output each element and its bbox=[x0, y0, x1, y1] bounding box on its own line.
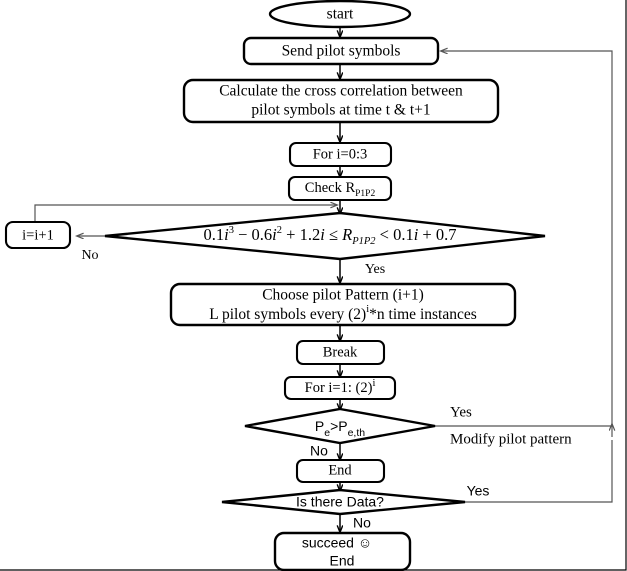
end-label: End bbox=[328, 462, 352, 478]
cond-d-coef: 0.1 bbox=[393, 225, 414, 244]
choose-pattern-line2: L pilot symbols every (2)i*n time instan… bbox=[209, 304, 477, 323]
for-i-1-rect bbox=[283, 375, 397, 401]
condition-diamond bbox=[104, 211, 546, 261]
node-condition-correlation-range[interactable]: 0.1i3 − 0.6i2 + 1.2i ≤ RP1P2 < 0.1i + 0.… bbox=[104, 211, 546, 261]
cond-leq: ≤ bbox=[329, 225, 338, 244]
succeed-rect bbox=[273, 531, 412, 571]
choose-pattern-line2-sup: i bbox=[366, 304, 369, 315]
pe-diamond bbox=[244, 407, 436, 445]
node-for-loop-inner[interactable]: For i=1: (2)i bbox=[283, 375, 397, 401]
node-calculate-cross-correlation[interactable]: Calculate the cross correlation between … bbox=[182, 78, 500, 124]
for-i-0-3-rect bbox=[288, 141, 393, 168]
choose-pattern-line2-b: *n time instances bbox=[369, 306, 477, 323]
edge-increment-loopback bbox=[34, 205, 337, 222]
edge-pe-yes-return bbox=[435, 51, 613, 427]
connectors bbox=[34, 28, 613, 532]
is-there-data-label: Is there Data? bbox=[296, 494, 384, 510]
cond-b-exp: 2 bbox=[277, 225, 282, 236]
cond-c-var: i bbox=[320, 225, 325, 244]
label-pe-no: No bbox=[310, 443, 328, 459]
cond-b-var: i bbox=[272, 225, 277, 244]
check-r-prefix: Check R bbox=[305, 180, 356, 196]
send-pilot-rect bbox=[242, 36, 440, 66]
label-condition-yes: Yes bbox=[365, 262, 385, 277]
calculate-label-line2: pilot symbols at time t & t+1 bbox=[251, 102, 430, 119]
start-ellipse bbox=[268, 0, 412, 29]
calculate-label-line1: Calculate the cross correlation between bbox=[219, 83, 463, 100]
succeed-line1: succeed ☺ bbox=[302, 535, 372, 551]
for-i-0-3-label: For i=0:3 bbox=[313, 146, 368, 162]
node-break[interactable]: Break bbox=[295, 339, 386, 366]
for-i-1-label: For i=1: (2)i bbox=[305, 378, 376, 396]
label-data-no: No bbox=[353, 515, 371, 531]
pe-gt: > bbox=[330, 418, 338, 434]
label-condition-no: No bbox=[81, 248, 98, 263]
choose-pattern-line2-a: L pilot symbols every (2) bbox=[209, 306, 366, 323]
node-increment-i[interactable]: i=i+1 bbox=[4, 220, 72, 250]
cond-a-exp: 3 bbox=[229, 225, 234, 236]
end-rect bbox=[295, 458, 386, 484]
node-end[interactable]: End bbox=[295, 458, 386, 484]
cond-c-coef: 1.2 bbox=[300, 225, 321, 244]
pe-p2: P bbox=[338, 418, 347, 434]
start-label: start bbox=[327, 6, 354, 23]
break-rect bbox=[295, 339, 386, 366]
calculate-rect bbox=[182, 78, 500, 124]
condition-expression: 0.1i3 − 0.6i2 + 1.2i ≤ RP1P2 < 0.1i + 0.… bbox=[204, 225, 457, 247]
node-for-loop-outer[interactable]: For i=0:3 bbox=[288, 141, 393, 168]
is-there-data-diamond bbox=[221, 488, 466, 516]
label-data-yes: Yes bbox=[467, 483, 490, 499]
increment-rect bbox=[4, 220, 72, 250]
choose-pattern-rect bbox=[169, 282, 517, 327]
cond-minus: − bbox=[238, 225, 247, 244]
pe-p2-sub: e,th bbox=[348, 427, 366, 439]
edge-data-yes-return bbox=[465, 440, 613, 503]
node-error-probability-check[interactable]: Pe>Pe,th bbox=[244, 407, 436, 445]
cond-plus: + bbox=[286, 225, 295, 244]
label-pe-yes: Yes bbox=[450, 404, 472, 420]
check-r-label: Check RP1P2 bbox=[305, 180, 376, 199]
check-r-subscript: P1P2 bbox=[355, 189, 375, 199]
cond-plus2: + bbox=[422, 225, 431, 244]
cond-r-symbol: R bbox=[341, 225, 352, 244]
node-start[interactable]: start bbox=[268, 0, 412, 29]
cond-e-const: 0.7 bbox=[436, 225, 457, 244]
node-succeed[interactable]: succeed ☺ End bbox=[273, 531, 412, 571]
cond-d-var: i bbox=[414, 225, 419, 244]
pe-expression: Pe>Pe,th bbox=[315, 418, 365, 439]
for-i-1-sup: i bbox=[372, 378, 375, 389]
break-label: Break bbox=[323, 344, 358, 360]
node-check-correlation[interactable]: Check RP1P2 bbox=[287, 175, 393, 202]
cond-a-var: i bbox=[224, 225, 229, 244]
cond-a-coef: 0.1 bbox=[204, 225, 225, 244]
pe-p1-sub: e bbox=[324, 427, 330, 439]
send-pilot-label: Send pilot symbols bbox=[282, 43, 401, 60]
increment-label: i=i+1 bbox=[22, 227, 54, 243]
pe-p1: P bbox=[315, 418, 324, 434]
for-i-1-main: For i=1: (2) bbox=[305, 380, 373, 396]
node-send-pilot-symbols[interactable]: Send pilot symbols bbox=[242, 36, 440, 66]
node-choose-pilot-pattern[interactable]: Choose pilot Pattern (i+1) L pilot symbo… bbox=[169, 282, 517, 327]
label-modify-pilot-pattern: Modify pilot pattern bbox=[450, 431, 572, 447]
node-is-there-data[interactable]: Is there Data? bbox=[221, 488, 466, 516]
choose-pattern-line1: Choose pilot Pattern (i+1) bbox=[262, 287, 424, 304]
check-r-rect bbox=[287, 175, 393, 202]
cond-lt: < bbox=[380, 225, 389, 244]
cond-r-sub: P1P2 bbox=[351, 236, 376, 247]
succeed-line2: End bbox=[330, 553, 355, 569]
cond-b-coef: 0.6 bbox=[252, 225, 273, 244]
